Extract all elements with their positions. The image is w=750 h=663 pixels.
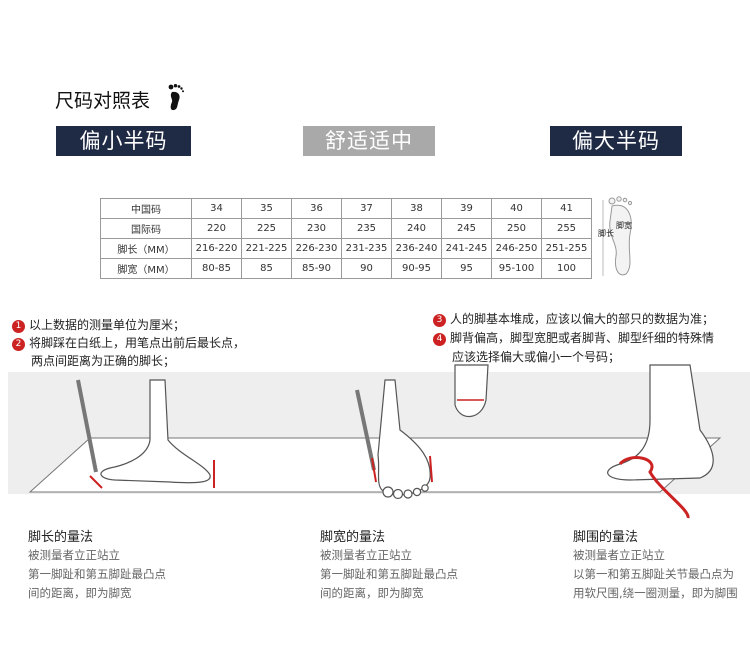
table-cell: 221-225 (241, 238, 292, 259)
table-cell: 38 (391, 198, 442, 219)
table-row: 脚宽（MM） 80-85 85 85-90 90 90-95 95 95-100… (100, 258, 592, 279)
method-title-width: 脚宽的量法 (320, 530, 386, 545)
table-cell: 230 (291, 218, 342, 239)
row-label: 脚宽（MM） (100, 258, 192, 279)
foot-outline-diagram (600, 196, 646, 278)
table-cell: 241-245 (441, 238, 492, 259)
method-line: 以第一和第五脚趾关节最凸点为 (573, 567, 734, 581)
note-4-cont: 应该选择偏大或偏小一个号码； (452, 350, 621, 364)
note-2-cont: 两点间距离为正确的脚长； (31, 354, 176, 368)
row-label: 脚长（MM） (100, 238, 192, 259)
table-cell: 216-220 (191, 238, 242, 259)
note-text: 将脚踩在白纸上，用笔点出前后最长点， (29, 336, 246, 350)
table-cell: 220 (191, 218, 242, 239)
foot-length-figure (76, 379, 215, 489)
table-cell: 236-240 (391, 238, 442, 259)
method-title-length: 脚长的量法 (28, 530, 94, 545)
table-cell: 231-235 (341, 238, 392, 259)
table-cell: 226-230 (291, 238, 342, 259)
table-cell: 235 (341, 218, 392, 239)
table-cell: 36 (291, 198, 342, 219)
method-line: 间的距离，即为脚宽 (28, 586, 132, 600)
method-line: 第一脚趾和第五脚趾最凸点 (320, 567, 458, 581)
table-row: 脚长（MM） 216-220 221-225 226-230 231-235 2… (100, 238, 592, 259)
table-row: 国际码 220 225 230 235 240 245 250 255 (100, 218, 592, 239)
badge-half-size-big: 偏大半码 (550, 126, 682, 156)
table-cell: 240 (391, 218, 442, 239)
table-cell: 41 (541, 198, 592, 219)
table-cell: 225 (241, 218, 292, 239)
table-cell: 250 (491, 218, 542, 239)
note-4: 4 脚背偏高，脚型宽肥或者脚背、脚型纤细的特殊情 (433, 329, 750, 346)
number-badge: 4 (433, 333, 446, 346)
table-cell: 85-90 (291, 258, 342, 279)
table-cell: 255 (541, 218, 592, 239)
table-cell: 40 (491, 198, 542, 219)
number-badge: 3 (433, 314, 446, 327)
table-cell: 90 (341, 258, 392, 279)
table-cell: 245 (441, 218, 492, 239)
note-text: 脚背偏高，脚型宽肥或者脚背、脚型纤细的特殊情 (450, 331, 715, 345)
method-line: 用软尺围,绕一圈测量，即为脚围 (573, 586, 738, 600)
table-cell: 95 (441, 258, 492, 279)
measurement-illustrations (28, 364, 722, 519)
note-2: 2 将脚踩在白纸上，用笔点出前后最长点， (12, 334, 245, 351)
method-line: 被测量者立正站立 (320, 548, 412, 562)
table-cell: 246-250 (491, 238, 542, 259)
foot-width-label: 脚宽 (616, 221, 632, 230)
table-cell: 35 (241, 198, 292, 219)
table-cell: 37 (341, 198, 392, 219)
badge-comfort-fit: 舒适适中 (303, 126, 435, 156)
method-line: 第一脚趾和第五脚趾最凸点 (28, 567, 166, 581)
note-text: 人的脚基本堆成，应该以偏大的部只的数据为准； (450, 312, 715, 326)
table-cell: 85 (241, 258, 292, 279)
table-cell: 39 (441, 198, 492, 219)
table-cell: 90-95 (391, 258, 442, 279)
number-badge: 1 (12, 320, 25, 333)
page-title: 尺码对照表 (55, 90, 151, 112)
footprint-icon (166, 83, 188, 115)
foot-detail-figure (454, 364, 489, 417)
table-cell: 95-100 (491, 258, 542, 279)
foot-girth-figure (607, 364, 714, 519)
row-label: 国际码 (100, 218, 192, 239)
foot-width-figure (355, 379, 433, 500)
foot-length-label: 脚长 (598, 229, 614, 238)
method-line: 被测量者立正站立 (28, 548, 120, 562)
table-cell: 34 (191, 198, 242, 219)
badge-half-size-small: 偏小半码 (56, 126, 191, 156)
table-row: 中国码 34 35 36 37 38 39 40 41 (100, 198, 592, 219)
method-title-girth: 脚围的量法 (573, 530, 639, 545)
note-text: 以上数据的测量单位为厘米； (29, 318, 186, 332)
table-cell: 80-85 (191, 258, 242, 279)
note-3: 3 人的脚基本堆成，应该以偏大的部只的数据为准； (433, 310, 714, 327)
note-1: 1 以上数据的测量单位为厘米； (12, 316, 185, 333)
table-cell: 251-255 (541, 238, 592, 259)
row-label: 中国码 (100, 198, 192, 219)
method-line: 被测量者立正站立 (573, 548, 665, 562)
method-line: 间的距离，即为脚宽 (320, 586, 424, 600)
number-badge: 2 (12, 338, 25, 351)
table-cell: 100 (541, 258, 592, 279)
size-table: 中国码 34 35 36 37 38 39 40 41 国际码 220 225 … (100, 198, 592, 279)
